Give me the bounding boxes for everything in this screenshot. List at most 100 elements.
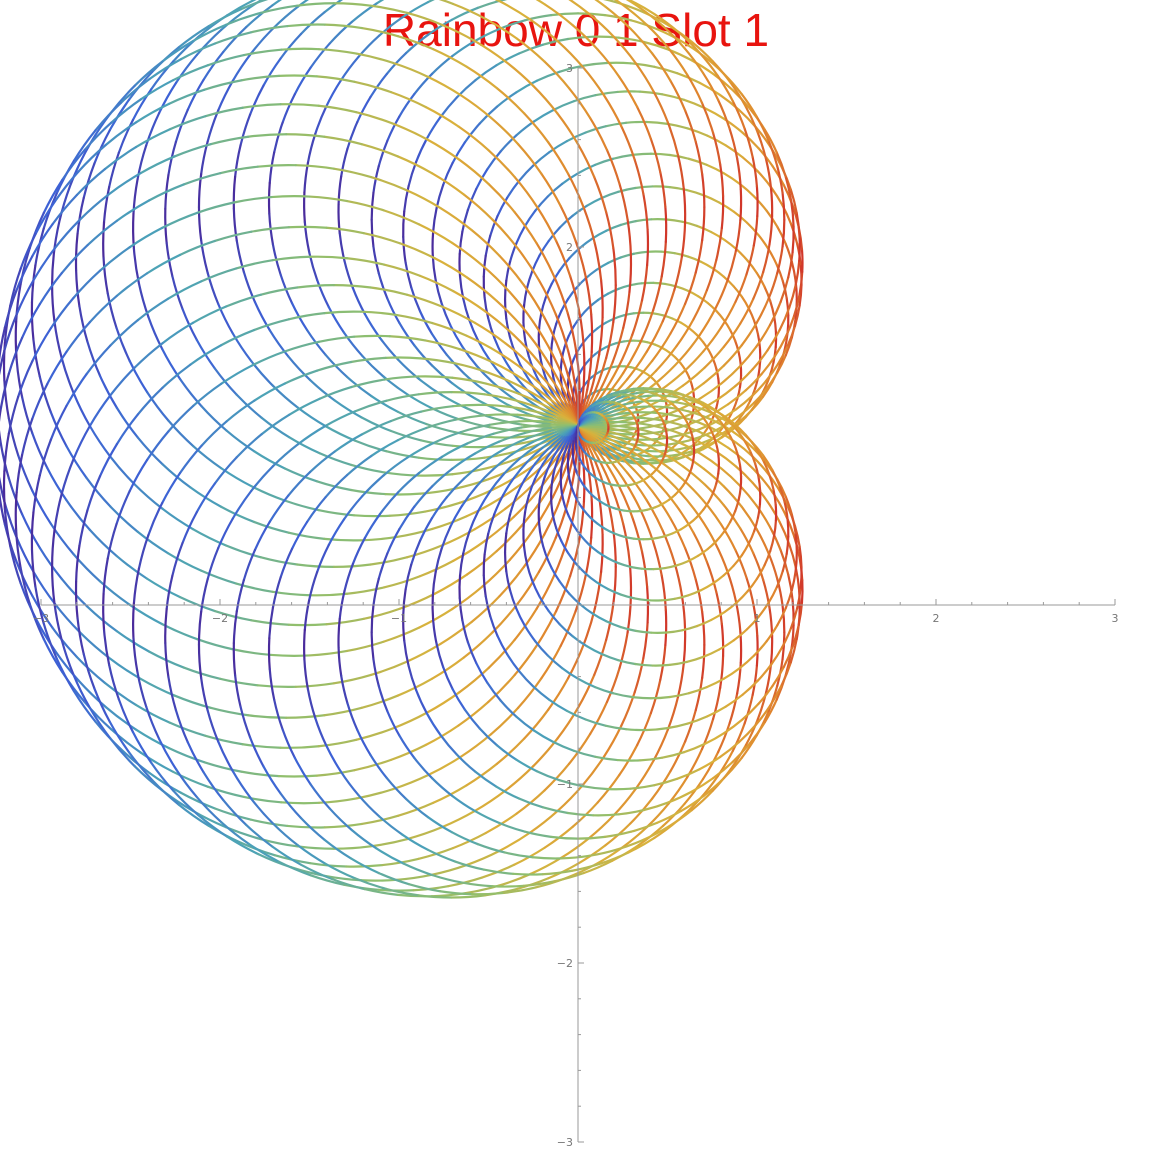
circle-arc [494, 0, 501, 3]
circle-arc [666, 121, 680, 157]
circle-arc [717, 452, 721, 465]
circle-arc [737, 487, 742, 502]
circle-arc [722, 172, 741, 186]
circle-arc [417, 375, 454, 379]
circle-arc [102, 592, 106, 631]
x-tick-label: 2 [933, 612, 940, 625]
circle-arc [369, 286, 408, 296]
circle-arc [177, 803, 210, 827]
circle-arc [612, 692, 633, 699]
circle-arc [561, 666, 580, 680]
circle-arc [0, 326, 7, 362]
circle-arc [628, 565, 643, 570]
circle-arc [279, 792, 303, 820]
circle-arc [634, 185, 654, 190]
circle-arc [579, 237, 594, 249]
circle-arc [603, 0, 619, 4]
circle-arc [128, 226, 164, 249]
circle-arc [196, 201, 235, 214]
circle-arc [356, 728, 372, 757]
circle-arc [582, 349, 586, 390]
circle-arc [323, 310, 362, 315]
circle-arc [431, 230, 435, 258]
circle-arc [296, 406, 327, 428]
circle-arc [137, 534, 150, 570]
x-tick-label: 1 [754, 612, 761, 625]
circle-arc [707, 349, 715, 361]
circle-curve [267, 413, 743, 888]
circle-arc [665, 420, 690, 429]
circle-arc [431, 873, 464, 884]
circle-arc [491, 218, 519, 250]
circle-arc [688, 427, 694, 438]
circle-arc [431, 54, 454, 75]
circle-arc [426, 75, 462, 97]
circle-arc [633, 388, 645, 392]
circle-arc [167, 552, 203, 572]
circle-arc [108, 151, 120, 189]
circle-arc [171, 542, 184, 577]
circle-arc [767, 585, 778, 604]
circle-arc [60, 577, 89, 608]
circle-arc [593, 570, 603, 610]
circle-arc [134, 128, 171, 149]
circle-arc [431, 364, 454, 385]
circle-arc [665, 629, 684, 634]
x-tick-label: −2 [212, 612, 228, 625]
circle-arc [639, 508, 655, 543]
circle-arc [369, 838, 408, 848]
y-tick-label: −2 [557, 957, 573, 970]
circle-arc [776, 245, 784, 275]
circle-arc [766, 500, 781, 524]
circle-arc [277, 74, 319, 78]
circle-arc [661, 346, 671, 354]
circle-arc [702, 326, 723, 353]
circle-arc [482, 574, 487, 598]
circle-curve [2, 195, 586, 778]
circle-arc [433, 573, 469, 595]
circle-arc [259, 286, 299, 296]
circle-arc [629, 27, 654, 55]
circle-arc [652, 275, 663, 312]
circle-arc [617, 562, 631, 568]
circle-arc [584, 268, 598, 280]
circle-arc [20, 417, 34, 457]
circle-arc [294, 682, 335, 688]
circle-arc [134, 703, 171, 724]
circle-arc [415, 689, 428, 715]
circle-arc [369, 556, 408, 566]
circle-arc [271, 590, 311, 597]
circle-arc [332, 845, 372, 850]
circle-arc [723, 238, 738, 251]
circle-arc [432, 407, 462, 421]
circle-arc [377, 684, 389, 713]
circle-arc [204, 106, 244, 118]
circle-arc [241, 743, 282, 749]
circle-curve [431, 420, 801, 791]
circle-arc [355, 788, 395, 800]
circle-arc [287, 623, 328, 627]
circle-arc [115, 406, 139, 439]
circle-arc [271, 255, 311, 262]
circle-arc [370, 604, 375, 634]
circle-arc [528, 18, 559, 43]
circle-arc [17, 360, 34, 398]
circle-arc [646, 506, 657, 511]
circle-arc [489, 116, 520, 146]
circle-arc [649, 137, 662, 174]
circle-arc [767, 248, 778, 267]
circle-arc [768, 214, 774, 246]
circle-arc [145, 705, 161, 740]
circle-arc [75, 544, 81, 583]
circle-arc [325, 226, 365, 235]
circle-arc [378, 336, 400, 361]
circle-arc [772, 519, 778, 537]
circle-arc [145, 577, 181, 599]
circle-arc [798, 235, 801, 262]
circle-arc [350, 378, 386, 389]
circle-arc [425, 422, 458, 434]
circle-arc [751, 155, 759, 188]
circle-arc [369, 175, 408, 192]
circle-arc [372, 577, 380, 607]
